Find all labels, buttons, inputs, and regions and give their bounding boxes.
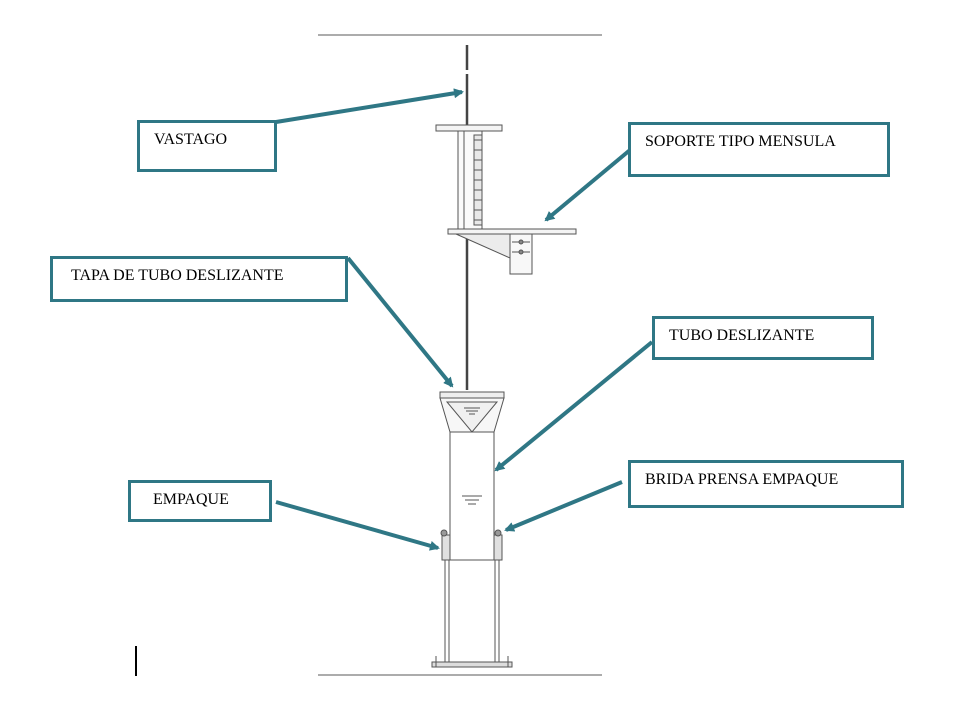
arrow-soporte [544, 148, 632, 222]
label-tubo-deslizante: TUBO DESLIZANTE [652, 316, 874, 360]
arrow-brida [504, 480, 623, 532]
arrow-vastago [275, 88, 464, 124]
bracket-drawing [435, 124, 577, 275]
arrow-empaque [275, 500, 440, 551]
arrow-tapa [346, 256, 454, 388]
label-brida-prensa-empaque: BRIDA PRENSA EMPAQUE [628, 460, 904, 508]
arrow-tubo [494, 340, 654, 472]
sliding-tube-drawing [431, 391, 513, 668]
label-tapa-de-tubo-deslizante: TAPA DE TUBO DESLIZANTE [50, 256, 348, 302]
label-soporte-tipo-mensula: SOPORTE TIPO MENSULA [628, 122, 890, 177]
label-empaque: EMPAQUE [128, 480, 272, 522]
text-cursor [135, 646, 137, 676]
callout-arrows [275, 88, 654, 551]
label-vastago: VASTAGO [137, 120, 277, 172]
